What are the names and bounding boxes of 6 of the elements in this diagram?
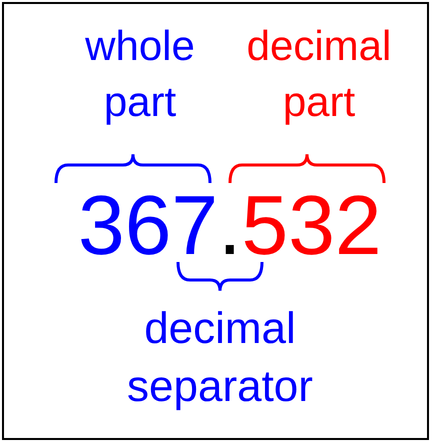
number-digits: 532 (242, 183, 382, 267)
decimal-point: . (218, 183, 242, 267)
part-label: whole part (84, 21, 196, 127)
part-label: decimal part (246, 21, 392, 127)
separator-label: decimal separator (126, 303, 314, 413)
number-digits: 367 (78, 183, 218, 267)
